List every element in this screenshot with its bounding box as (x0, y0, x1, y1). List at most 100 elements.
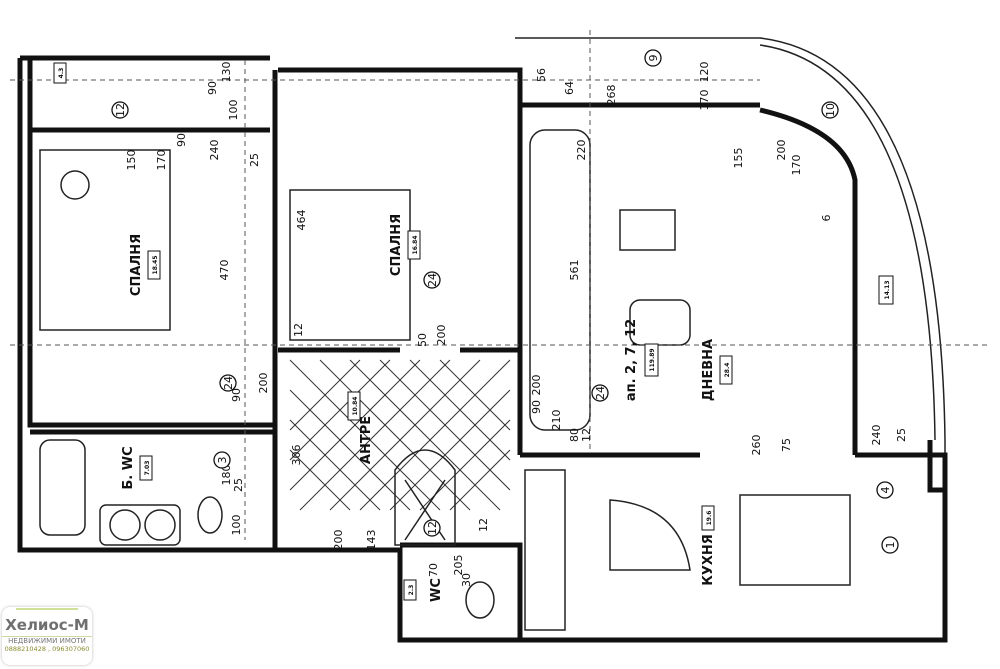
curved-window-wall (759, 107, 858, 455)
dimension-label: 50 (416, 333, 429, 347)
dimension-label: 470 (218, 260, 231, 281)
room-label-wc: WC 2.3 (403, 578, 444, 602)
dimension-label: 464 (295, 210, 308, 231)
svg-text:119.89: 119.89 (649, 348, 656, 371)
axis-marker: 1 (881, 536, 899, 554)
svg-text:4.3: 4.3 (58, 68, 65, 79)
axis-marker: 9 (644, 49, 662, 67)
interior-walls (30, 429, 700, 458)
axis-marker: 24 (591, 384, 609, 402)
svg-text:2.3: 2.3 (408, 585, 415, 596)
company-logo: Хелиос-М НЕДВИЖИМИ ИМОТИ 0888210428 , 09… (2, 607, 92, 665)
room-label-kitchen: КУХНЯ 19.6 (701, 505, 716, 586)
kitchen-column (927, 440, 945, 493)
apartment-label: ап. 2, 7, 12 119.89 (624, 319, 659, 401)
dining-table (739, 494, 851, 586)
coffee-table (629, 299, 691, 346)
dimension-label: 155 (732, 148, 745, 169)
dimension-label: 120 (698, 62, 711, 83)
svg-text:14.13: 14.13 (884, 281, 891, 300)
svg-text:28.4: 28.4 (724, 363, 731, 378)
dimension-label: 200 (332, 530, 345, 551)
axis-marker: 10 (821, 101, 839, 119)
dimension-label: 25 (895, 428, 908, 442)
dimension-label: 56 (535, 68, 548, 82)
room-label-bedroom-2: СПАЛНЯ 16.84 (389, 214, 421, 276)
svg-text:1: 1 (884, 542, 897, 549)
dimension-label: 75 (780, 438, 793, 452)
double-sink (99, 504, 181, 546)
room-label-living: ДНЕВНА 28.4 (701, 339, 733, 401)
wc-toilet (465, 581, 495, 619)
svg-text:16.84: 16.84 (412, 236, 419, 255)
svg-text:ДНЕВНА: ДНЕВНА (701, 339, 716, 401)
dimension-label: 205 (452, 555, 465, 576)
dimension-label: 200 (530, 375, 543, 396)
dimension-label: 64 (563, 81, 576, 95)
lamp (60, 170, 90, 200)
axis-marker: 12 (111, 101, 129, 119)
logo-subtitle: НЕДВИЖИМИ ИМОТИ (2, 636, 92, 645)
dimension-label: 12 (580, 428, 593, 442)
axis-marker: 24 (219, 374, 237, 392)
dimension-label: 90 (230, 388, 243, 402)
room-label-hall: АНТРЕ 10.84 (347, 391, 374, 464)
dimension-label: 90 (530, 400, 543, 414)
bed-2 (289, 189, 411, 341)
dimension-label: 150 (125, 150, 138, 171)
logo-phones: 0888210428 , 096307060 (4, 645, 90, 653)
dimension-label: 70 (427, 563, 440, 577)
svg-text:СПАЛНЯ: СПАЛНЯ (389, 214, 404, 276)
svg-text:10: 10 (824, 103, 837, 117)
dimension-label: 143 (365, 530, 378, 551)
dimension-label: 170 (790, 155, 803, 176)
dimension-label: 25 (248, 153, 261, 167)
dimension-label: 130 (220, 62, 233, 83)
bathtub (39, 439, 86, 536)
dimension-label: 80 (568, 428, 581, 442)
dimension-label: 170 (698, 90, 711, 111)
kitchen-island (609, 499, 691, 571)
toilet (197, 496, 223, 534)
svg-text:18.45: 18.45 (152, 256, 159, 275)
svg-text:АНТРЕ: АНТРЕ (359, 416, 374, 464)
axis-marker: 24 (423, 271, 441, 289)
svg-text:ап. 2, 7, 12: ап. 2, 7, 12 (624, 319, 639, 401)
axis-marker: 3 (213, 451, 231, 469)
svg-text:4: 4 (879, 487, 892, 494)
dimension-label: 90 (206, 81, 219, 95)
dimension-label: 100 (227, 100, 240, 121)
area-box-storage: 4.3 (53, 62, 67, 84)
svg-text:КУХНЯ: КУХНЯ (701, 534, 716, 586)
dimension-label: 561 (568, 260, 581, 281)
svg-text:12: 12 (114, 103, 127, 117)
room-label-bathroom: Б. WC 7.03 (121, 446, 153, 490)
sofa (529, 129, 591, 431)
svg-text:WC: WC (429, 578, 444, 602)
svg-text:24: 24 (594, 386, 607, 400)
dimension-label: 100 (230, 515, 243, 536)
dimension-label: 170 (155, 150, 168, 171)
svg-text:Б. WC: Б. WC (121, 446, 136, 489)
dimension-label: 240 (870, 425, 883, 446)
dimension-label: 220 (575, 140, 588, 161)
svg-text:24: 24 (222, 376, 235, 390)
area-box-balcony: 14.13 (878, 275, 894, 305)
balcony-outline (515, 37, 946, 470)
dimension-label: 306 (290, 445, 303, 466)
kitchen-counter (524, 469, 566, 631)
dimension-label: 210 (550, 410, 563, 431)
svg-text:24: 24 (426, 273, 439, 287)
hall-tiles (289, 359, 511, 511)
dimension-label: 90 (175, 133, 188, 147)
room-label-bedroom-1: СПАЛНЯ 18.45 (129, 234, 161, 296)
dimension-label: 200 (775, 140, 788, 161)
logo-name: Хелиос-М (5, 616, 89, 634)
dimension-label: 260 (750, 435, 763, 456)
dimension-label: 12 (477, 518, 490, 532)
svg-text:12: 12 (426, 521, 439, 535)
dimension-label: 240 (208, 140, 221, 161)
axis-marker: 12 (423, 519, 441, 537)
axis-marker: 4 (876, 481, 894, 499)
